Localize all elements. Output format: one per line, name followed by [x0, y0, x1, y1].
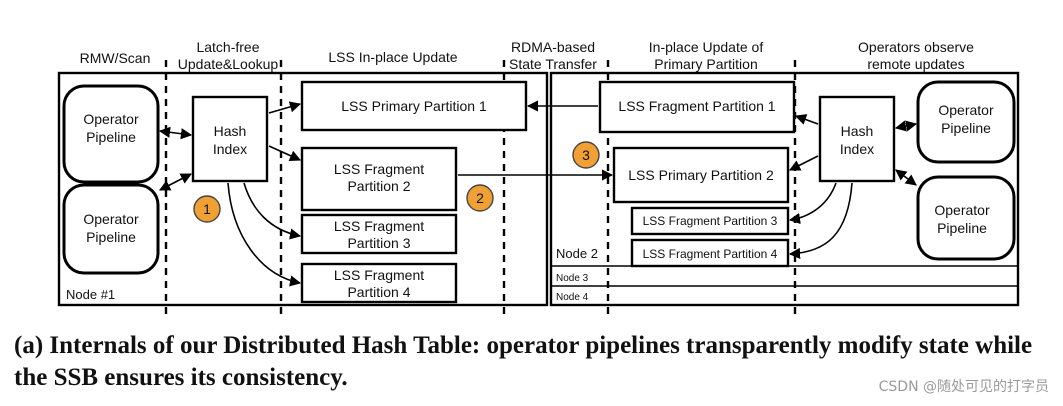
arrow-hash2-pipeline-top [894, 120, 918, 132]
node2-fragment3-label: LSS Fragment Partition 3 [643, 214, 778, 228]
heading-lss-inplace: LSS In-place Update [328, 49, 457, 65]
heading-inplace-primary-line1: In-place Update of [649, 39, 764, 55]
heading-rdma-line1: RDMA-based [511, 39, 595, 55]
heading-latch-free-line2: Update&Lookup [178, 56, 279, 72]
step-1-label: 1 [203, 201, 211, 217]
heading-rdma-line2: State Transfer [509, 56, 597, 72]
node1-primary-partition-1 [300, 80, 528, 132]
node1-hash-index [191, 95, 269, 183]
node1-operator-pipeline-top [62, 84, 160, 184]
arrow-hash-fragment3 [243, 182, 302, 240]
node1-fragment3-line2: Partition 3 [347, 235, 410, 251]
node2-frame [549, 71, 1020, 307]
node1-fragment2-line2: Partition 2 [347, 178, 410, 194]
heading-observe-line2: remote updates [867, 56, 964, 72]
watermark: CSDN @随处可见的打字员 [878, 379, 1049, 395]
node2-fragment-partition-1 [598, 80, 796, 134]
node2-fragment-partition-3 [630, 206, 790, 236]
node1-fragment3-line1: LSS Fragment [334, 218, 424, 234]
node2-label: Node 2 [556, 246, 598, 261]
node1-pipeline-bottom-line2: Pipeline [86, 229, 136, 245]
step-2-marker [466, 184, 494, 212]
node1-frame [57, 71, 549, 307]
node2-pipeline-top-line1: Operator [938, 102, 994, 118]
arrow-hash-fragment2 [268, 145, 302, 161]
node1-hash-index-line1: Hash [214, 123, 247, 139]
node2-fragment-partition-4 [630, 238, 790, 268]
node1-operator-pipeline-bottom [62, 183, 160, 275]
node2-hash-index-line2: Index [840, 141, 874, 157]
heading-rmw-scan: RMW/Scan [80, 50, 151, 66]
node1-pipeline-top-line2: Pipeline [86, 129, 136, 145]
node2-primary-partition-label: LSS Primary Partition 2 [628, 167, 774, 183]
node2-operator-pipeline-bottom [916, 175, 1016, 261]
node1-pipeline-bottom-line1: Operator [83, 211, 139, 227]
heading-inplace-primary-line2: Primary Partition [654, 56, 757, 72]
heading-observe-line1: Operators observe [858, 39, 974, 55]
node1-primary-partition-label: LSS Primary Partition 1 [341, 98, 487, 114]
node2-fragment4-label: LSS Fragment Partition 4 [643, 247, 778, 261]
step-3-label: 3 [582, 147, 590, 163]
node2-hash-index [818, 95, 896, 183]
node4-label: Node 4 [556, 292, 589, 303]
arrow-hash2-fragment3 [788, 182, 837, 225]
node2-pipeline-bottom-line1: Operator [934, 202, 990, 218]
node1-pipeline-top-line1: Operator [83, 111, 139, 127]
arrow-hash-primary1 [268, 101, 302, 114]
heading-latch-free-line1: Latch-free [196, 39, 259, 55]
step-1-marker [193, 195, 221, 223]
node2-pipeline-bottom-line2: Pipeline [937, 220, 987, 236]
arrow-pipeline-bottom-hash [159, 173, 192, 191]
figure-caption: (a) Internals of our Distributed Hash Ta… [14, 332, 1033, 391]
node1-fragment-partition-3 [300, 213, 458, 255]
hash-table-diagram: RMW/Scan Latch-free Update&Lookup LSS In… [57, 39, 1020, 316]
node2-hash-index-line1: Hash [841, 123, 874, 139]
node1-fragment-partition-2 [300, 146, 458, 212]
node1-fragment2-line1: LSS Fragment [334, 161, 424, 177]
node1-fragment4-line1: LSS Fragment [334, 267, 424, 283]
node1-label: Node #1 [66, 287, 115, 302]
arrow-hash2-fragment1 [794, 114, 819, 125]
arrow-hash-fragment4 [227, 182, 302, 287]
node2-operator-pipeline-top [916, 80, 1016, 164]
node1-hash-index-line2: Index [213, 141, 247, 157]
node2-fragment1-label: LSS Fragment Partition 1 [618, 98, 775, 114]
node2-pipeline-top-line2: Pipeline [941, 120, 991, 136]
arrow-hash2-primary2 [788, 155, 819, 171]
step-2-label: 2 [476, 190, 484, 206]
node1-fragment-partition-4 [300, 262, 458, 304]
node2-primary-partition-2 [612, 146, 790, 204]
arrow-pipeline-top-hash [158, 126, 193, 140]
node3-label: Node 3 [556, 273, 589, 284]
step-3-marker [572, 141, 600, 169]
node1-fragment4-line2: Partition 4 [347, 284, 410, 300]
arrow-hash2-pipeline-bottom [895, 169, 917, 186]
arrow-hash2-fragment4 [788, 182, 853, 260]
